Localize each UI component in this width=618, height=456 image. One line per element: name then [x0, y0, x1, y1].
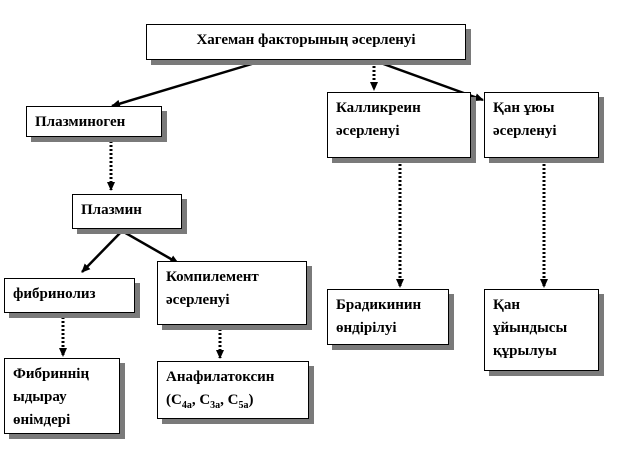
anaphylatoxin-c-close: )	[248, 392, 254, 408]
node-coagulation-activation: Қан ұюы әсерленуі	[484, 92, 599, 158]
node-fibrin-products-line2: ыдырау	[13, 389, 67, 405]
node-fibrin-products-line3: өнімдері	[13, 412, 71, 428]
node-clot-line1: Қан	[493, 297, 521, 313]
anaphylatoxin-sep-1: , C	[191, 392, 211, 408]
node-clot-line3: құрылуы	[493, 343, 557, 359]
node-complement-activation: Компилемент әсерленуі	[157, 261, 307, 325]
arrow-plasmin-to-fibrinolysis	[81, 230, 123, 273]
anaphylatoxin-sub-2: 3a	[210, 400, 221, 411]
node-kallikrein-line1: Калликреин	[336, 100, 421, 116]
anaphylatoxin-sep-2: , C	[220, 392, 239, 408]
node-coagulation-line1: Қан ұюы	[493, 100, 555, 116]
node-kallikrein-activation: Калликреин әсерленуі	[327, 92, 471, 158]
node-plasminogen-label: Плазминоген	[35, 114, 126, 130]
node-complement-line1: Компилемент	[166, 269, 259, 285]
node-bradykinin-production: Брадикинин өндірілуі	[327, 289, 449, 345]
anaphylatoxin-c-open: (C	[166, 392, 182, 408]
anaphylatoxin-sub-1: 4a	[181, 400, 192, 411]
node-bradykinin-line1: Брадикинин	[336, 297, 422, 313]
node-plasmin: Плазмин	[72, 194, 182, 229]
node-complement-line2: әсерленуі	[166, 292, 230, 308]
node-bradykinin-line2: өндірілуі	[336, 320, 397, 336]
arrow-hageman-to-plasminogen	[111, 58, 266, 108]
node-anaphylatoxin: Анафилатоксин (C4a, C3a, C5a)	[157, 361, 309, 419]
node-anaphylatoxin-line2: (C4a, C3a, C5a)	[166, 389, 300, 412]
node-clot-line2: ұйындысы	[493, 320, 568, 336]
node-coagulation-line2: әсерленуі	[493, 123, 557, 139]
node-plasminogen: Плазминоген	[26, 106, 162, 137]
node-fibrinolysis: фибринолиз	[4, 278, 135, 313]
node-clot-formation: Қан ұйындысы құрылуы	[484, 289, 599, 371]
arrow-plasmin-to-complement	[121, 229, 179, 265]
node-plasmin-label: Плазмин	[81, 202, 142, 218]
node-fibrinolysis-label: фибринолиз	[13, 286, 96, 302]
node-fibrin-degradation-products: Фибриннің ыдырау өнімдері	[4, 358, 120, 434]
anaphylatoxin-sub-3: 5a	[238, 400, 249, 411]
node-hageman-label: Хагеман факторының әсерленуі	[196, 32, 416, 48]
node-hageman-activation: Хагеман факторының әсерленуі	[146, 24, 466, 60]
node-anaphylatoxin-line1: Анафилатоксин	[166, 369, 275, 385]
node-kallikrein-line2: әсерленуі	[336, 123, 400, 139]
node-fibrin-products-line1: Фибриннің	[13, 366, 90, 382]
